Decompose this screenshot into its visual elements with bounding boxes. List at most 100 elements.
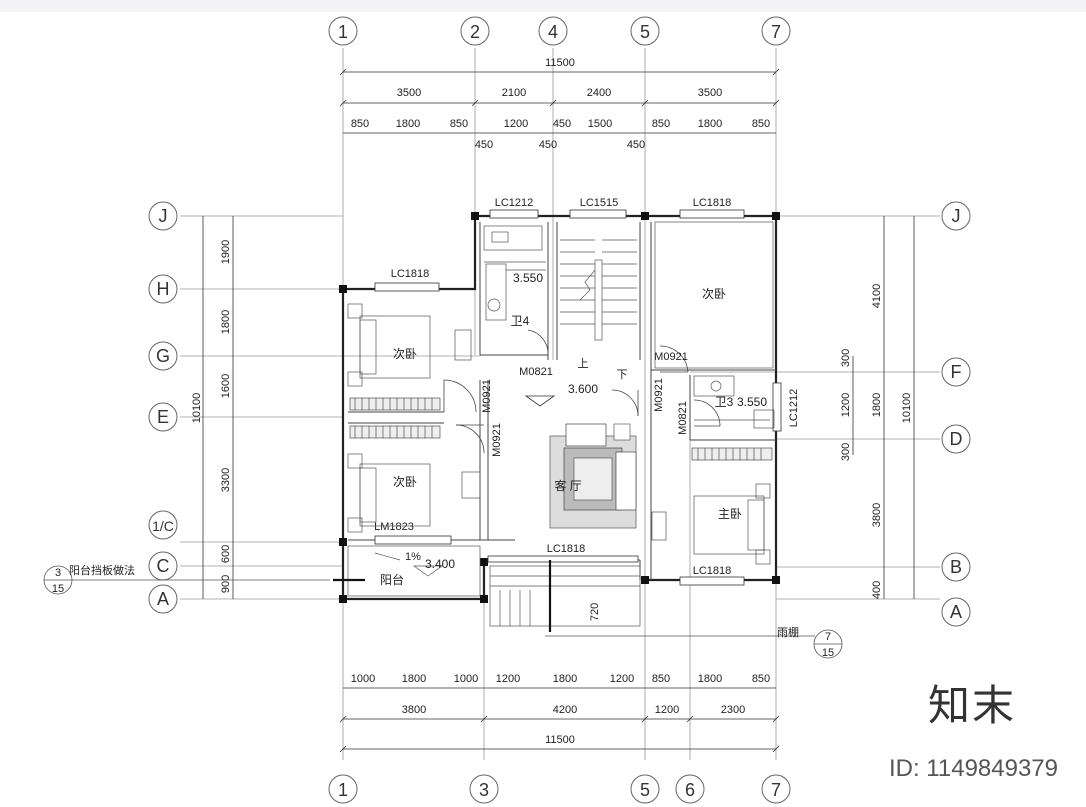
axis-top-1: 1 xyxy=(338,22,348,42)
left-dim-5: 600 xyxy=(220,545,232,563)
right-outer-dim: 10100 xyxy=(901,393,913,424)
axis-bottom-4: 6 xyxy=(685,780,695,800)
bedroom-ne-outline xyxy=(654,221,774,369)
structural-columns xyxy=(339,212,780,603)
watermark-id: ID: 1149849379 xyxy=(888,755,1058,782)
axis-bottom-1: 1 xyxy=(338,780,348,800)
bedroom-nw-wardrobe xyxy=(349,397,441,411)
axis-left-E: E xyxy=(157,407,169,427)
door-label-m0921-ne: M0921 xyxy=(654,351,688,363)
detail-ref-balcony-num: 3 xyxy=(55,567,61,579)
axis-left-C: C xyxy=(157,556,170,576)
grid-lines-horizontal xyxy=(180,215,940,600)
top-dim-3-1: 850 xyxy=(351,118,369,130)
axis-left-G: G xyxy=(156,346,170,366)
room-label-balcony: 阳台 xyxy=(380,572,404,587)
right-inner-dim-2: 1200 xyxy=(840,393,852,417)
top-dim-3-2: 1800 xyxy=(396,118,420,130)
left-dim-4: 3300 xyxy=(220,468,232,492)
axis-left-A: A xyxy=(157,589,169,609)
room-label-bedroom-nw: 次卧 xyxy=(393,347,417,361)
left-dim-2: 1800 xyxy=(220,310,232,334)
elevation-bath4: 3.550 xyxy=(513,271,543,285)
top-dim-3-6: 1500 xyxy=(588,118,612,130)
left-axis-bubbles xyxy=(148,201,178,614)
top-dim-3-5: 450 xyxy=(553,118,571,130)
top-dimension-lines xyxy=(339,68,780,134)
top-dim-2-1: 3500 xyxy=(397,87,421,99)
bath3-fixtures xyxy=(693,375,775,429)
axis-top-2: 2 xyxy=(470,22,480,42)
elevation-bath3: 3.550 xyxy=(737,395,767,409)
window-label-lc1212-bath3: LC1212 xyxy=(788,389,800,428)
door-label-m0821-bath3: M0821 xyxy=(677,401,689,435)
left-dim-3: 1600 xyxy=(220,374,232,398)
room-label-bath3: 卫3 xyxy=(715,395,734,409)
living-room-furniture xyxy=(549,423,637,529)
axis-left-H: H xyxy=(157,279,170,299)
bottom-dim-1-7: 850 xyxy=(652,673,670,685)
bottom-dim-2-3: 1200 xyxy=(655,704,679,716)
room-label-bedroom-ne: 次卧 xyxy=(702,287,726,301)
door-label-m0921-b: M0921 xyxy=(491,423,503,457)
axis-right-B: B xyxy=(950,557,962,577)
right-mid-dim-3: 3800 xyxy=(871,503,883,527)
axis-right-J: J xyxy=(952,206,961,226)
bottom-total-dim: 11500 xyxy=(545,734,575,746)
master-bed xyxy=(651,483,771,565)
top-dim-2-3: 2400 xyxy=(587,87,611,99)
room-label-living: 客 厅 xyxy=(554,478,581,493)
bottom-dim-1-5: 1800 xyxy=(553,673,577,685)
balcony-area xyxy=(347,545,481,597)
door-label-m0821-bath4: M0821 xyxy=(519,366,553,378)
detail-ref-canopy xyxy=(813,629,843,659)
left-outer-dim: 10100 xyxy=(191,393,203,424)
window-symbols xyxy=(374,209,782,586)
bottom-dim-2-1: 3800 xyxy=(402,704,426,716)
right-axis-bubbles xyxy=(941,201,971,627)
axis-top-3: 4 xyxy=(548,22,558,42)
right-mid-dim-1: 4100 xyxy=(871,284,883,308)
stair-width-dim: 720 xyxy=(589,603,601,621)
window-label-lc1212-top: LC1212 xyxy=(495,197,534,209)
right-mid-dim-4: 400 xyxy=(871,581,883,599)
room-label-bath4: 卫4 xyxy=(511,314,530,328)
axis-top-5: 7 xyxy=(771,22,781,42)
door-label-m0921-c: M0921 xyxy=(653,378,665,412)
bath4-fixtures xyxy=(483,225,546,321)
left-dimension-lines xyxy=(202,216,234,599)
right-dimension-lines xyxy=(852,216,915,599)
top-dim-3b-3: 450 xyxy=(627,139,645,151)
master-wardrobe xyxy=(691,447,773,461)
bottom-dim-1-8: 1800 xyxy=(698,673,722,685)
bedroom-sw-wardrobe xyxy=(349,425,441,439)
room-label-bedroom-sw: 次卧 xyxy=(393,475,417,489)
bottom-dimension-lines xyxy=(339,687,780,753)
bottom-dim-1-3: 1000 xyxy=(454,673,478,685)
window-label-lc1818-nw: LC1818 xyxy=(391,268,430,280)
detail-ref-canopy-sheet: 15 xyxy=(822,647,834,659)
window-label-lm1823: LM1823 xyxy=(374,521,414,533)
window-label-lc1818-entry: LC1818 xyxy=(547,543,586,555)
top-axis-bubbles xyxy=(328,16,791,46)
detail-ref-canopy-num: 7 xyxy=(825,631,831,643)
stair-down-label: 下 xyxy=(617,369,628,381)
right-mid-dim-2: 1800 xyxy=(871,393,883,417)
top-dim-3-4: 1200 xyxy=(504,118,528,130)
axis-top-4: 5 xyxy=(640,22,650,42)
bottom-axis-bubbles xyxy=(328,774,791,804)
balcony-slope: 1% xyxy=(405,551,421,563)
room-label-master: 主卧 xyxy=(718,507,742,521)
entry-steps xyxy=(489,565,641,627)
top-dim-3-8: 1800 xyxy=(698,118,722,130)
axis-left-J: J xyxy=(159,206,168,226)
stair-up-label: 上 xyxy=(578,357,589,370)
balcony-detail-note: 阳台挡板做法 xyxy=(69,563,135,577)
axis-left-1C: 1/C xyxy=(152,518,174,534)
top-dim-3-9: 850 xyxy=(752,118,770,130)
window-label-lc1818-master: LC1818 xyxy=(693,565,732,577)
axis-right-D: D xyxy=(950,429,963,449)
canopy-note: 雨棚 xyxy=(777,625,799,639)
left-dim-6: 900 xyxy=(220,575,232,593)
